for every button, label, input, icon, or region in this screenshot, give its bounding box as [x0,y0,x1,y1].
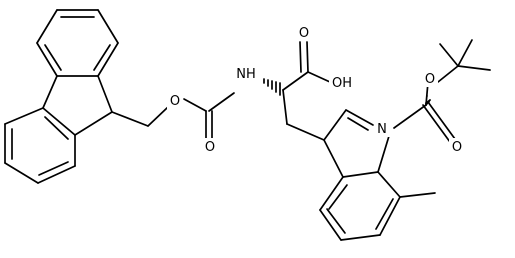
atom-label-amide-nh: NH [236,67,256,82]
bond [306,41,309,73]
bond [427,101,456,140]
bond [4,162,39,184]
fluorenyl-group [4,9,119,184]
bond [345,109,374,126]
bond [377,171,401,198]
bond [208,92,235,112]
bond [375,198,394,230]
bond [147,106,169,127]
bond [282,71,309,91]
bond [379,196,401,236]
bond [36,42,58,77]
bond [340,234,381,241]
bond [282,89,288,125]
bond [44,116,69,140]
bond [4,107,44,125]
indole-ring [319,109,436,241]
atom-label-acid-carbonyl-oxygen: O [299,26,309,41]
bond [307,71,331,83]
bond [347,117,369,131]
bond [439,43,459,67]
bond [36,9,58,44]
bond [319,176,344,211]
bond [342,171,379,178]
fmoc-linker [111,92,235,139]
boc-group [393,39,491,143]
bond [323,109,347,141]
atom-label-boc-ester-oxygen: O [425,72,435,87]
bond [97,42,119,77]
bond [111,111,149,127]
bond [286,123,325,141]
bond [326,208,346,234]
bond [457,65,491,71]
stereo-hash-bond [263,78,281,96]
bond [42,75,58,109]
atom-label-indole-nitrogen: N [377,122,387,137]
bond [74,111,113,136]
bond [319,209,342,241]
bond [44,44,62,71]
bond [37,165,76,184]
atom-label-carbamate-carbonyl-oxygen: O [205,140,215,155]
bond [422,104,451,143]
bond [299,41,302,73]
bond [323,139,344,178]
bond [393,104,427,129]
bond [457,39,473,67]
bond [97,9,119,44]
atom-label-boc-carbonyl-oxygen: O [452,140,462,155]
bond [42,107,76,136]
atom-label-ester-oxygen: O [170,94,180,109]
amino-acid-backbone [263,41,331,141]
bond [437,65,459,83]
atom-label-acid-hydroxyl: OH [332,76,352,91]
bond [183,98,207,112]
bond [328,184,348,210]
bond [38,161,69,176]
bond [377,135,390,173]
bond [399,192,436,198]
bond [97,75,113,113]
atom-labels: O O NH O OH N O O [167,24,465,155]
bond [93,44,111,71]
